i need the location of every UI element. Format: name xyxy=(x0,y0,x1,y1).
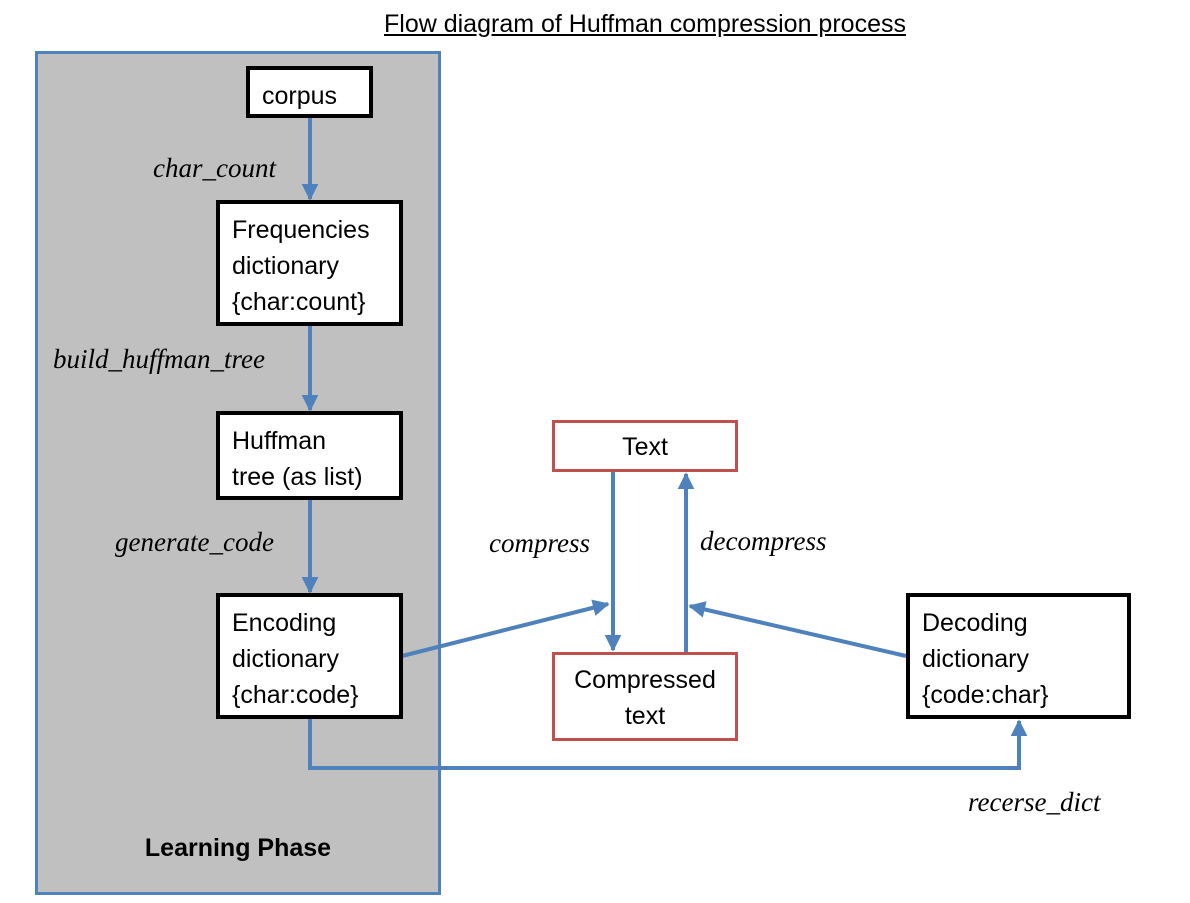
node-frequencies-line: Frequencies xyxy=(232,216,370,244)
node-text-line: Text xyxy=(622,433,668,461)
node-corpus: corpus xyxy=(246,66,373,118)
node-huffman-tree-line: tree (as list) xyxy=(232,463,363,491)
node-decoding-dictionary: Decoding dictionary {code:char} xyxy=(906,593,1131,719)
edge-label-compress: compress xyxy=(489,528,590,558)
arrow-encoding-to-decoding xyxy=(308,718,1028,770)
arrow-decoding-to-decompress xyxy=(688,601,907,658)
node-frequencies-line: {char:count} xyxy=(232,288,366,316)
learning-phase-label: Learning Phase xyxy=(144,834,332,862)
node-decoding-line: {code:char} xyxy=(922,681,1049,709)
node-huffman-tree: Huffman tree (as list) xyxy=(216,411,403,500)
arrow-encoding-to-compress xyxy=(401,599,610,658)
node-decoding-line: Decoding xyxy=(922,609,1028,637)
node-encoding-dictionary: Encoding dictionary {char:code} xyxy=(216,593,403,719)
node-frequencies-dictionary: Frequencies dictionary {char:count} xyxy=(216,200,403,326)
edge-label-decompress: decompress xyxy=(700,526,827,556)
node-corpus-line: corpus xyxy=(262,82,338,110)
edge-label-reverse-dict: recerse_dict xyxy=(968,787,1101,817)
node-compressed-line: Compressed xyxy=(574,666,716,694)
node-compressed-line: text xyxy=(624,702,666,730)
diagram-title: Flow diagram of Huffman compression proc… xyxy=(384,10,906,38)
edge-label-generate-code: generate_code xyxy=(115,527,274,557)
node-encoding-line: dictionary xyxy=(232,645,339,673)
edge-label-build-huffman-tree: build_huffman_tree xyxy=(53,344,265,374)
node-text: Text xyxy=(552,420,738,472)
node-huffman-tree-line: Huffman xyxy=(232,427,327,455)
node-encoding-line: {char:code} xyxy=(232,681,359,709)
node-compressed-text: Compressed text xyxy=(552,652,738,741)
edge-label-char-count: char_count xyxy=(153,153,276,183)
node-frequencies-line: dictionary xyxy=(232,252,339,280)
node-encoding-line: Encoding xyxy=(232,609,337,637)
node-decoding-line: dictionary xyxy=(922,645,1029,673)
